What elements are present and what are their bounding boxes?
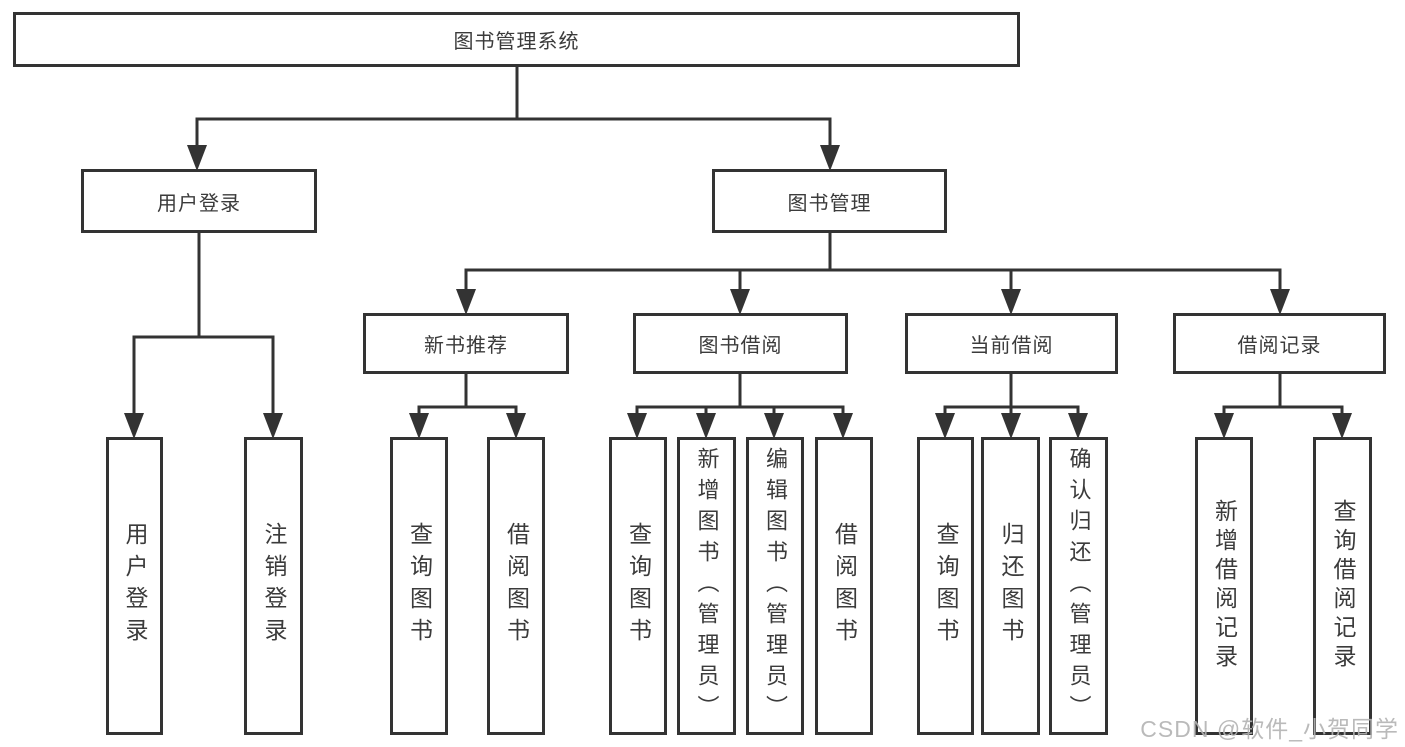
node-borrowing-records: 借阅记录 xyxy=(1173,313,1386,374)
node-book-borrowing: 图书借阅 xyxy=(633,313,848,374)
leaf-confirm-return-admin: 确认归还（管理员） xyxy=(1049,437,1108,735)
leaf-confirm-return-admin-label: 确认归还（管理员） xyxy=(1066,446,1092,726)
node-new-book-recommendation: 新书推荐 xyxy=(363,313,569,374)
leaf-query-books-current-label: 查询图书 xyxy=(933,522,959,650)
leaf-add-borrow-record: 新增借阅记录 xyxy=(1195,437,1253,735)
leaf-add-book-admin-label: 新增图书（管理员） xyxy=(694,446,720,726)
leaf-logout-label: 注销登录 xyxy=(261,522,287,650)
leaf-return-book-label: 归还图书 xyxy=(998,522,1024,650)
leaf-add-borrow-record-label: 新增借阅记录 xyxy=(1211,499,1238,673)
node-library-management-system: 图书管理系统 xyxy=(13,12,1020,67)
leaf-query-borrow-record-label: 查询借阅记录 xyxy=(1330,499,1356,673)
leaf-query-books-current: 查询图书 xyxy=(917,437,974,735)
leaf-borrow-books-recommend-label: 借阅图书 xyxy=(503,522,530,650)
leaf-query-books-recommend-label: 查询图书 xyxy=(406,522,433,650)
leaf-borrow-books-borrow: 借阅图书 xyxy=(815,437,873,735)
leaf-return-book: 归还图书 xyxy=(981,437,1040,735)
leaf-query-borrow-record: 查询借阅记录 xyxy=(1313,437,1372,735)
leaf-user-login: 用户登录 xyxy=(106,437,163,735)
leaf-query-books-recommend: 查询图书 xyxy=(390,437,448,735)
leaf-borrow-books-borrow-label: 借阅图书 xyxy=(831,522,858,650)
leaf-user-login-label: 用户登录 xyxy=(122,522,148,650)
node-user-login: 用户登录 xyxy=(81,169,317,233)
leaf-query-books-borrow: 查询图书 xyxy=(609,437,667,735)
csdn-watermark: CSDN @软件_小贺同学 xyxy=(1140,716,1399,742)
leaf-add-book-admin: 新增图书（管理员） xyxy=(677,437,736,735)
leaf-edit-book-admin-label: 编辑图书（管理员） xyxy=(763,446,788,726)
leaf-edit-book-admin: 编辑图书（管理员） xyxy=(746,437,804,735)
node-current-borrowing: 当前借阅 xyxy=(905,313,1118,374)
leaf-query-books-borrow-label: 查询图书 xyxy=(625,522,652,650)
leaf-borrow-books-recommend: 借阅图书 xyxy=(487,437,545,735)
node-book-management: 图书管理 xyxy=(712,169,947,233)
leaf-logout: 注销登录 xyxy=(244,437,303,735)
